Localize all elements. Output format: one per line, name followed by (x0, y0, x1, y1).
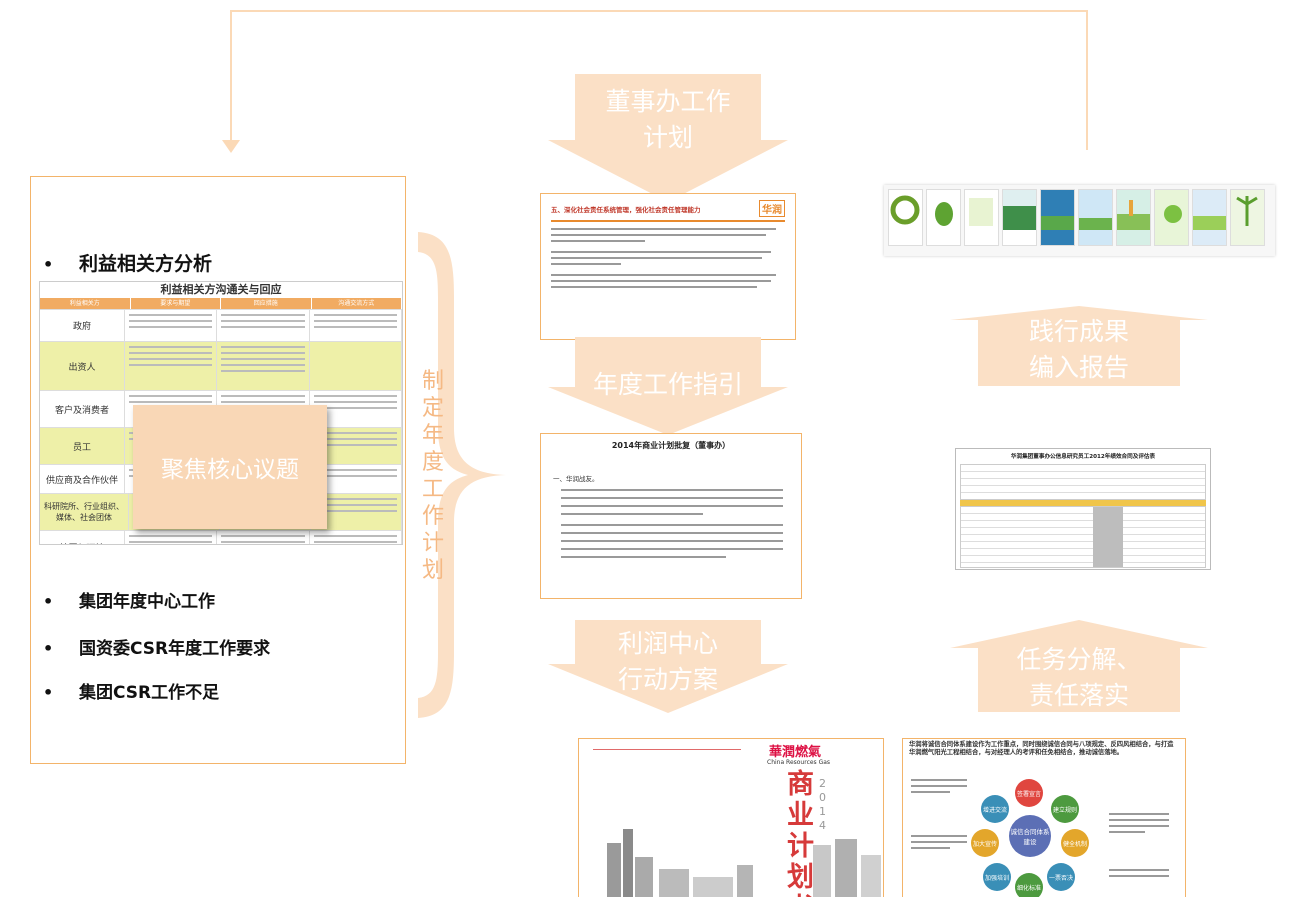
csr-management-doc: 五、深化社会责任系统管理，强化社会责任管理能力 华润 (540, 193, 796, 340)
integrity-node: 加强培训 (983, 863, 1011, 891)
table-header-cell: 沟通交流方式 (312, 298, 402, 309)
plan-doc-section: 一、华润战友。 (553, 475, 599, 483)
table-header-cell: 利益相关方 (40, 298, 131, 309)
core-topics-overlay: 聚焦核心议题 (133, 405, 327, 529)
arrow-profit-center (548, 620, 788, 713)
arrow-board-plan (548, 74, 788, 202)
business-plan-subtitle: China Resources Gas (767, 759, 831, 766)
arrow-annual-guide (548, 337, 788, 435)
bullet-group-annual-work: •集团年度中心工作 (43, 592, 215, 612)
integrity-doc-heading: 华润将诚信合同体系建设作为工作重点，同时围绕诚信合同与八项规定、反四风相结合，与… (909, 741, 1174, 756)
table-row-label: 社区与环境 (40, 531, 125, 544)
bullet-stakeholder-analysis: •利益相关方分析 (43, 253, 213, 275)
feedback-connector (222, 10, 1088, 153)
arrow-results-report-label: 践行成果 编入报告 (1028, 317, 1129, 382)
table-row-label: 客户及消费者 (40, 391, 125, 427)
bullet-sasac-csr: •国资委CSR年度工作要求 (43, 639, 271, 659)
arrow-task-breakdown-label: 任务分解、 责任落实 (1016, 645, 1142, 710)
stakeholder-table: 利益相关方沟通关与回应 利益相关方 要求与期望 回应措施 沟通交流方式 政府 出… (39, 281, 403, 545)
business-plan-title: 商业计划书 (787, 769, 814, 897)
integrity-node: 增进交流 (981, 795, 1009, 823)
integrity-node: 加大宣传 (971, 829, 999, 857)
annual-plan-doc: 2014年商业计划批复（董事办） 一、华润战友。 (540, 433, 802, 599)
plan-doc-title: 2014年商业计划批复（董事办） (611, 441, 731, 450)
arrow-task-breakdown (950, 620, 1208, 712)
table-row-label: 出资人 (40, 342, 125, 390)
integrity-node: 签署宣言 (1015, 779, 1043, 807)
table-row: 出资人 (40, 341, 402, 390)
stakeholder-panel: •利益相关方分析 利益相关方沟通关与回应 利益相关方 要求与期望 回应措施 沟通… (30, 176, 406, 764)
integrity-system-doc: 华润将诚信合同体系建设作为工作重点，同时围绕诚信合同与八项规定、反四风相结合，与… (902, 738, 1186, 897)
business-plan-year: 2014 (819, 777, 826, 832)
core-topics-label: 聚焦核心议题 (161, 457, 299, 483)
integrity-node: 细化标准 (1015, 873, 1043, 897)
table-header-cell: 回应措施 (221, 298, 312, 309)
business-plan-cover: 華潤燃氣 China Resources Gas 2014 商业计划书 (578, 738, 884, 897)
integrity-center: 诚信合同体系建设 (1009, 815, 1051, 857)
table-row-label: 科研院所、行业组织、媒体、社会团体 (40, 494, 129, 530)
table-row-label: 员工 (40, 428, 125, 464)
table-row: 社区与环境 (40, 530, 402, 544)
table-row-label: 供应商及合作伙伴 (40, 465, 125, 493)
table-header-cell: 要求与期望 (131, 298, 221, 309)
arrow-results-report (950, 306, 1208, 386)
integrity-node: 一票否决 (1047, 863, 1075, 891)
survey-title: 华润集团董事办公信息研究员工2012年绩效合同及评估表 (1010, 454, 1156, 460)
bullet-csr-shortfall: •集团CSR工作不足 (43, 683, 220, 703)
arrow-profit-center-label: 利润中心 行动方案 (617, 629, 718, 694)
table-title: 利益相关方沟通关与回应 (160, 283, 282, 296)
curly-brace (418, 232, 506, 718)
integrity-node: 建立规则 (1051, 795, 1079, 823)
business-plan-logo: 華潤燃氣 (769, 745, 822, 760)
city-skyline-image (607, 829, 753, 897)
performance-contract-table: 华润集团董事办公信息研究员工2012年绩效合同及评估表 (955, 448, 1211, 570)
csr-report-thumbnails (884, 185, 1275, 256)
table-header: 利益相关方 要求与期望 回应措施 沟通交流方式 (40, 298, 402, 309)
arrow-board-plan-label: 董事办工作 计划 (605, 87, 731, 152)
arrow-annual-guide-label: 年度工作指引 (592, 370, 743, 399)
integrity-node: 健全机制 (1061, 829, 1089, 857)
brand-logo: 华润 (759, 200, 785, 217)
csr-doc-heading: 五、深化社会责任系统管理，强化社会责任管理能力 (551, 205, 701, 214)
table-row: 政府 (40, 309, 402, 341)
table-row-label: 政府 (40, 310, 125, 341)
brace-label: 制定年度工作计划 (421, 369, 444, 583)
building-image (813, 839, 881, 897)
